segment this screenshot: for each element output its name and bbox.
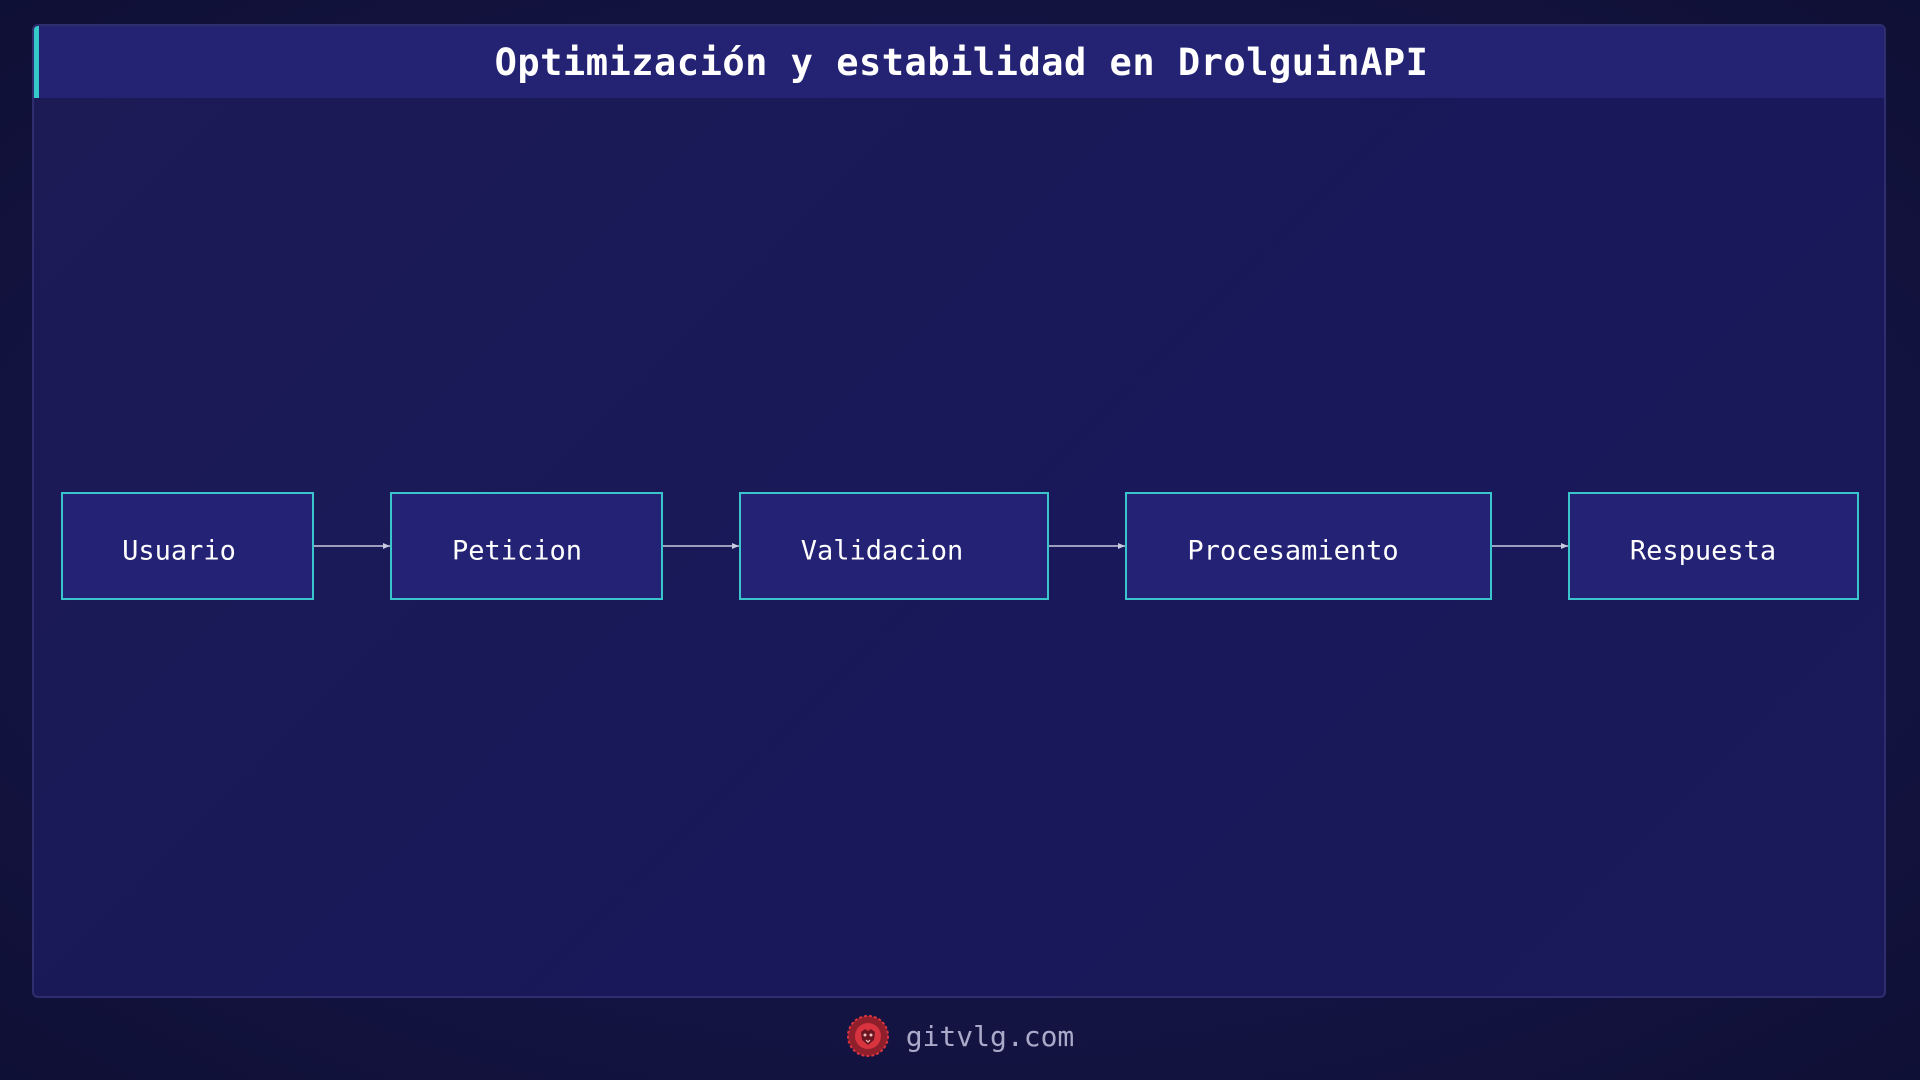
title-bar: Optimización y estabilidad en DrolguinAP… <box>34 26 1884 98</box>
node-respuesta: Respuesta <box>1568 492 1859 600</box>
node-procesamiento: Procesamiento <box>1125 492 1492 600</box>
node-usuario: Usuario <box>61 492 314 600</box>
footer: gitvlg.com <box>0 1010 1920 1062</box>
node-peticion: Peticion <box>390 492 663 600</box>
page-title: Optimización y estabilidad en DrolguinAP… <box>494 40 1429 84</box>
node-validacion-label: Validacion <box>801 536 964 567</box>
node-validacion: Validacion <box>739 492 1049 600</box>
site-link[interactable]: gitvlg.com <box>905 1019 1075 1053</box>
lion-head-icon <box>846 1015 889 1057</box>
node-usuario-label: Usuario <box>122 536 236 567</box>
node-respuesta-label: Respuesta <box>1630 536 1776 567</box>
node-procesamiento-label: Procesamiento <box>1187 536 1398 567</box>
node-peticion-label: Peticion <box>452 536 582 567</box>
